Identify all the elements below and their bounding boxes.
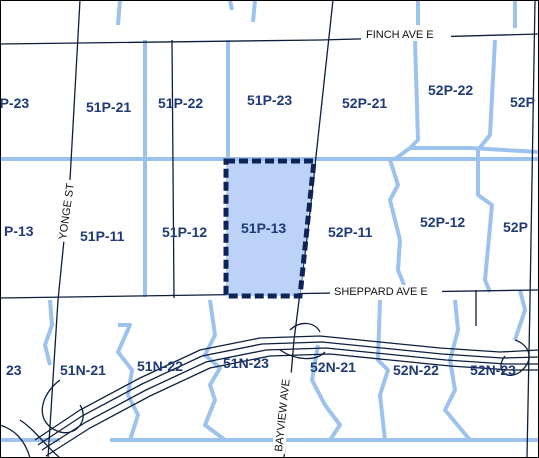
grid-label[interactable]: 51P-22 <box>158 95 203 111</box>
grid-label[interactable]: 51P-21 <box>86 99 131 115</box>
grid-label[interactable]: 52P <box>503 219 528 235</box>
grid-label[interactable]: 52P-21 <box>342 95 387 111</box>
grid-label[interactable]: 23 <box>6 362 22 378</box>
grid-label[interactable]: 51P-11 <box>80 228 125 244</box>
grid-label[interactable]: 51N-23 <box>223 355 269 371</box>
grid-label[interactable]: 52N-22 <box>393 362 439 378</box>
street-label-finch: FINCH AVE E <box>366 29 434 41</box>
grid-boundaries <box>0 0 539 442</box>
street-label-yonge: YONGE ST <box>57 182 77 240</box>
grid-label[interactable]: 52N-21 <box>310 359 356 375</box>
street-labels: FINCH AVE E SHEPPARD AVE E YONGE ST BAYV… <box>55 28 451 455</box>
street-label-sheppard: SHEPPARD AVE E <box>334 286 428 298</box>
grid-label[interactable]: 52P <box>510 94 535 110</box>
grid-label[interactable]: 52P-22 <box>428 82 473 98</box>
grid-labels: 50P-23 51P-21 51P-22 51P-23 52P-21 52P-2… <box>0 82 535 378</box>
grid-label[interactable]: 51P-13 <box>241 220 286 236</box>
grid-label[interactable]: 51P-23 <box>247 92 292 108</box>
grid-label[interactable]: 50P-23 <box>0 95 29 111</box>
grid-label[interactable]: 51P-12 <box>162 224 207 240</box>
grid-label[interactable]: 52P-11 <box>328 224 373 240</box>
selected-grid-51p13[interactable] <box>223 158 317 299</box>
grid-label[interactable]: 51N-22 <box>137 358 183 374</box>
grid-label[interactable]: 51N-21 <box>60 362 106 378</box>
grid-label[interactable]: 52N-23 <box>470 362 516 378</box>
grid-label[interactable]: 52P-12 <box>420 214 465 230</box>
grid-label[interactable]: P-13 <box>4 223 34 239</box>
